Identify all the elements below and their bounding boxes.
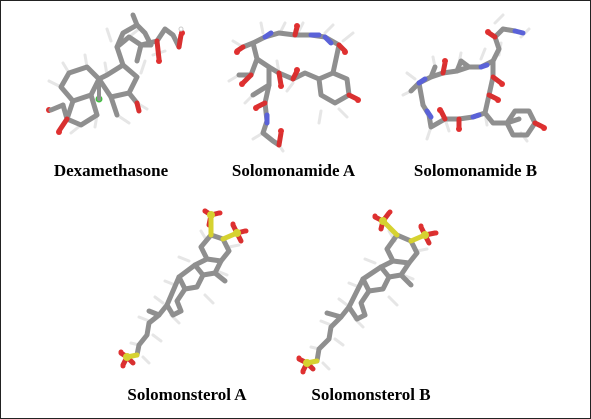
solomonsterol-a-label: Solomonsterol A bbox=[127, 385, 247, 404]
solomonamide-b-label: Solomonamide B bbox=[413, 161, 538, 180]
solomonsterol-b-structure bbox=[296, 207, 447, 375]
solomonamide-b-structure bbox=[401, 13, 553, 145]
dexamethasone-label: Dexamethasone bbox=[53, 161, 169, 180]
solomonsterol-b-label: Solomonsterol B bbox=[311, 385, 431, 404]
solomonamide-a-structure bbox=[223, 21, 373, 153]
dexamethasone-structure bbox=[41, 12, 191, 145]
solomonsterol-a-structure bbox=[118, 208, 259, 371]
solomonamide-a-label: Solomonamide A bbox=[231, 161, 356, 180]
